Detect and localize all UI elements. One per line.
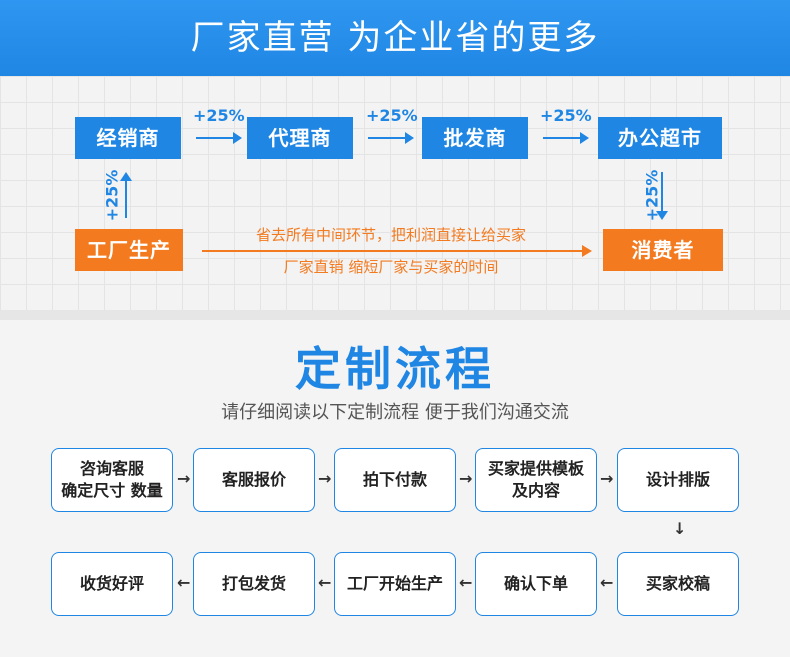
markup-label-up: +25% xyxy=(102,169,122,222)
step-provide-template: 买家提供模板 及内容 xyxy=(475,448,597,512)
arrow-up xyxy=(120,172,132,218)
arrow-down-icon: ↓ xyxy=(673,519,687,538)
header-banner xyxy=(0,0,790,76)
box-wholesaler: 批发商 xyxy=(422,117,528,159)
markup-label-1: +25% xyxy=(193,106,245,125)
arrow-right-icon: → xyxy=(318,469,332,488)
step-consult: 咨询客服 确定尺寸 数量 xyxy=(51,448,173,512)
step-proofread: 买家校稿 xyxy=(617,552,739,616)
arrow-down xyxy=(656,172,668,220)
step-provide-template-label: 买家提供模板 及内容 xyxy=(487,459,584,500)
step-packing: 打包发货 xyxy=(193,552,315,616)
arrow-factory-to-consumer xyxy=(202,245,592,257)
step-confirm-order: 确认下单 xyxy=(475,552,597,616)
markup-label-2: +25% xyxy=(366,106,418,125)
arrow-right-icon: → xyxy=(177,469,191,488)
box-agent: 代理商 xyxy=(247,117,353,159)
step-production: 工厂开始生产 xyxy=(334,552,456,616)
step-receive-review: 收货好评 xyxy=(51,552,173,616)
box-factory: 工厂生产 xyxy=(75,229,183,271)
arrow-right-2 xyxy=(368,132,414,144)
box-office-store: 办公超市 xyxy=(598,117,722,159)
section-divider xyxy=(0,310,790,320)
arrow-left-icon: ← xyxy=(177,573,191,592)
step-quote: 客服报价 xyxy=(193,448,315,512)
supply-chain-diagram xyxy=(0,76,790,310)
box-consumer: 消费者 xyxy=(603,229,723,271)
arrow-left-icon: ← xyxy=(459,573,473,592)
process-subtitle: 请仔细阅读以下定制流程 便于我们沟通交流 xyxy=(221,402,569,423)
note-direct-sale: 厂家直销 缩短厂家与买家的时间 xyxy=(283,258,499,276)
arrow-right-icon: → xyxy=(600,469,614,488)
step-consult-label: 咨询客服 确定尺寸 数量 xyxy=(61,459,163,500)
box-distributor: 经销商 xyxy=(75,117,181,159)
note-direct-profit: 省去所有中间环节，把利润直接让给买家 xyxy=(255,226,526,244)
markup-label-3: +25% xyxy=(540,106,592,125)
step-design: 设计排版 xyxy=(617,448,739,512)
arrow-left-icon: ← xyxy=(318,573,332,592)
banner-title: 厂家直营 为企业省的更多 xyxy=(190,18,600,58)
process-title: 定制流程 xyxy=(295,342,495,396)
step-payment: 拍下付款 xyxy=(334,448,456,512)
arrow-right-3 xyxy=(543,132,589,144)
arrow-left-icon: ← xyxy=(600,573,614,592)
arrow-right-icon: → xyxy=(459,469,473,488)
arrow-right-1 xyxy=(196,132,242,144)
